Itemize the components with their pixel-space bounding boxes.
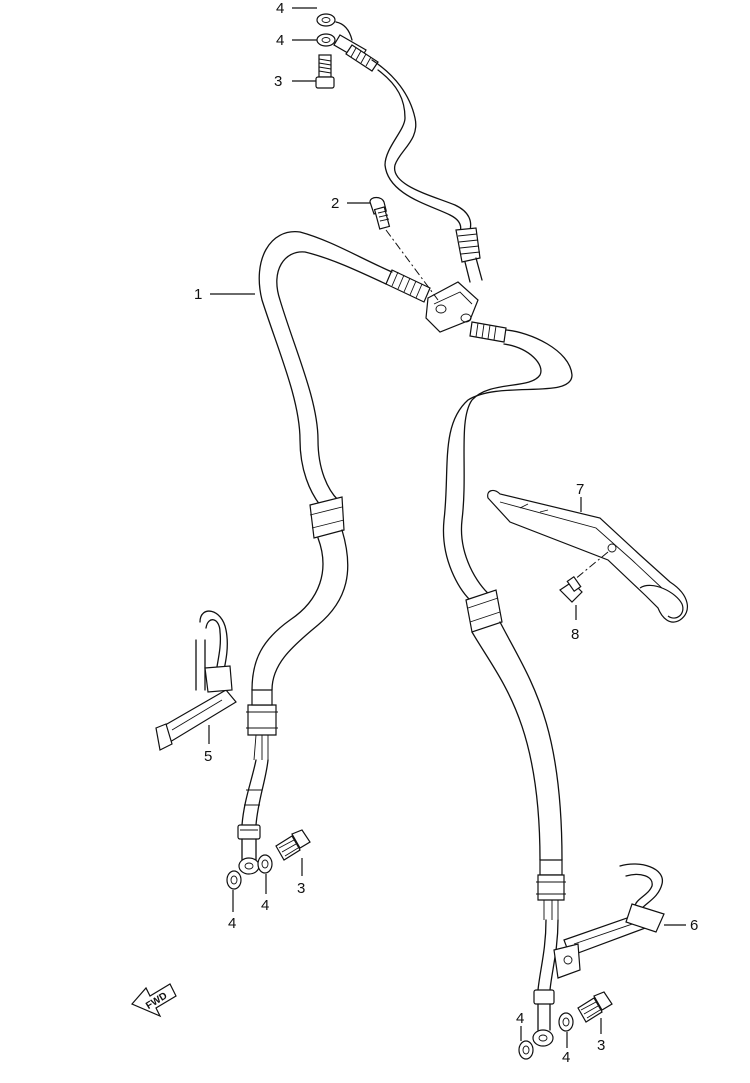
- callout-8: 8: [571, 626, 579, 643]
- hose-clamp-left: [155, 610, 237, 751]
- callout-4-top2: 4: [276, 32, 284, 49]
- hose-clamp-right: [553, 863, 665, 979]
- washer-left-2: [257, 854, 273, 874]
- bracket-bolt: [559, 575, 583, 603]
- leader-lines: [208, 7, 686, 1048]
- callout-2: 2: [331, 195, 339, 212]
- union-bolt-right: [577, 991, 613, 1023]
- callout-numbers: 4 4 3 2 1 7 8 5 3 4 4 6 4 4 3: [194, 0, 698, 1066]
- callout-1: 1: [194, 286, 202, 303]
- three-way-joint: [425, 281, 479, 333]
- joint-bolt: [369, 196, 391, 230]
- callout-3-bottom: 3: [597, 1037, 605, 1054]
- callout-5: 5: [204, 748, 212, 765]
- callout-4-top1: 4: [276, 0, 284, 17]
- forward-arrow-icon: FWD: [131, 983, 177, 1018]
- right-brake-hose: [442, 321, 573, 1047]
- washer-top-1: [316, 13, 336, 27]
- callout-4-bottom2: 4: [562, 1049, 570, 1066]
- washer-left-1: [226, 870, 242, 890]
- banjo-right: [532, 1029, 554, 1047]
- washer-right-2: [558, 1012, 574, 1032]
- washer-top-2: [316, 33, 336, 47]
- hose-guide-bracket: [487, 489, 688, 623]
- callout-6: 6: [690, 917, 698, 934]
- union-bolt-left: [275, 829, 311, 861]
- washer-right-1: [518, 1040, 534, 1060]
- callout-3-left: 3: [297, 880, 305, 897]
- callout-3-top: 3: [274, 73, 282, 90]
- callout-4-bottom1: 4: [516, 1010, 524, 1027]
- callout-4-left2: 4: [261, 897, 269, 914]
- callout-7: 7: [576, 481, 584, 498]
- union-bolt-top: [315, 54, 335, 89]
- left-brake-hose: [237, 231, 431, 875]
- banjo-left: [238, 857, 260, 875]
- upper-brake-hose: [315, 13, 483, 283]
- callout-4-left1: 4: [228, 915, 236, 932]
